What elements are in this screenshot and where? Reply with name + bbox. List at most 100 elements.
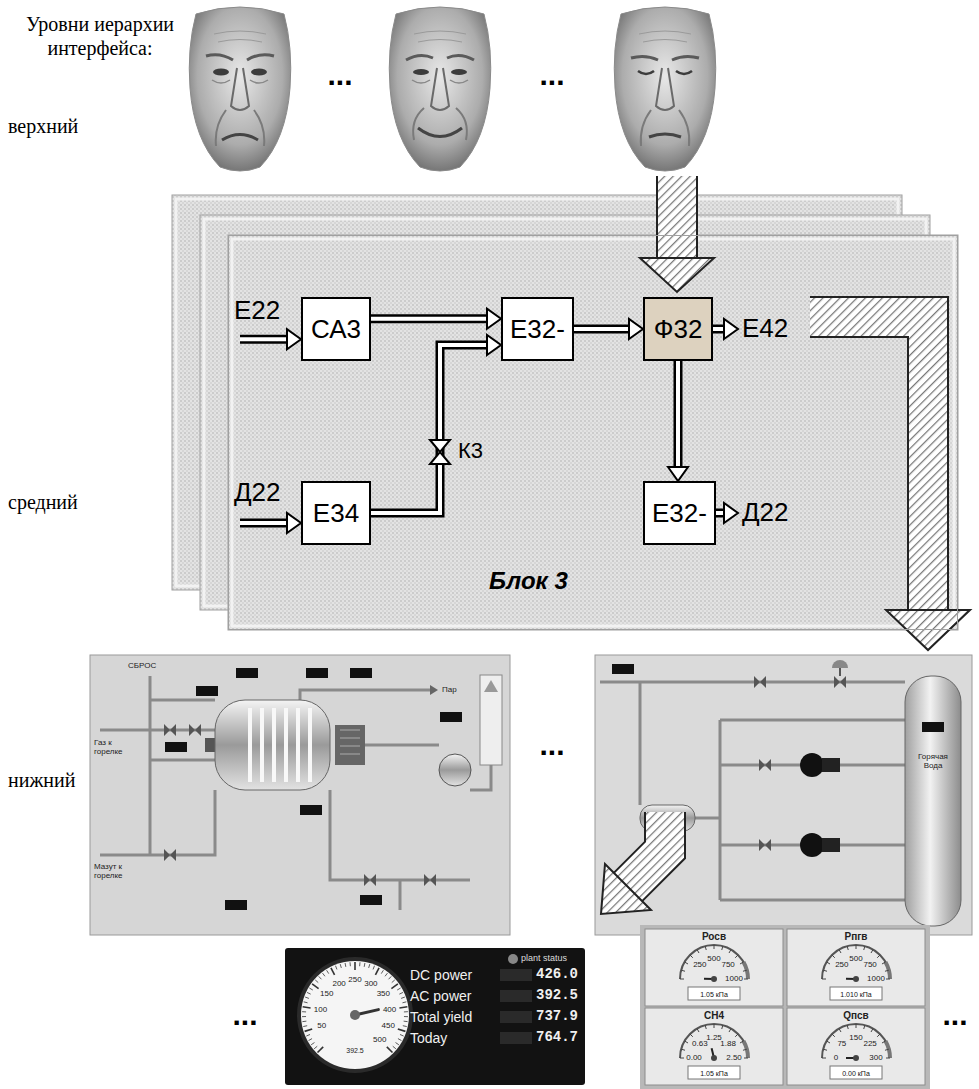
scale-number: 50 (317, 1022, 326, 1030)
face-illustration (231, 68, 249, 110)
process-box: Е32- (643, 481, 716, 545)
gauge (680, 979, 684, 980)
level-name: нижний (8, 770, 75, 790)
scada-boiler-screen (440, 712, 462, 722)
scale-number: 200 (332, 980, 345, 988)
face-illustration (414, 31, 466, 42)
scada-water-screen (600, 682, 905, 900)
scada-boiler-screen (430, 685, 438, 695)
valve-label: К3 (458, 440, 483, 462)
face-illustration (389, 7, 491, 171)
gauge (885, 1049, 889, 1050)
gauge (871, 950, 873, 953)
flow-arrow (676, 361, 680, 469)
signal-arrow (713, 319, 738, 339)
gauge (688, 1066, 740, 1079)
dial-tick (315, 980, 318, 983)
dial-tick (387, 1047, 393, 1053)
dashboard-panel (350, 1010, 360, 1020)
hatched-arrow (601, 812, 665, 914)
block-panel-stack (228, 235, 958, 630)
box-label: Е34 (313, 500, 359, 526)
dashboard-panel (500, 1011, 532, 1023)
scale-number: 1000 (867, 975, 885, 983)
dial-tick (381, 970, 383, 973)
gauge (886, 979, 890, 980)
scale-number: 400 (383, 1006, 396, 1014)
gauge (877, 1034, 880, 1037)
face-illustration (212, 80, 268, 83)
scada-boiler-screen (335, 725, 365, 765)
dial-tick (400, 1034, 404, 1036)
gauge (722, 946, 723, 950)
gauge (832, 1034, 835, 1037)
dial-tick (318, 1047, 324, 1053)
dial-tick (305, 1029, 313, 1031)
dial-tick (319, 976, 322, 979)
dial-tick (403, 1025, 407, 1027)
dial-tick (302, 1021, 306, 1023)
scale-number: 100 (314, 1006, 327, 1014)
scada-water-screen (595, 655, 972, 935)
scada-label: СБРОС (128, 662, 156, 670)
scada-boiler-screen (90, 655, 510, 935)
gauge (680, 1058, 684, 1059)
gauge (697, 1029, 699, 1032)
face-illustration (213, 69, 229, 76)
gauge-readout: 392.5 (346, 1047, 364, 1054)
scada-boiler-screen (90, 655, 510, 935)
ellipsis: ... (942, 1000, 967, 1030)
gauge (685, 962, 688, 964)
signal-arrow (240, 329, 301, 349)
dial-tick (303, 1025, 307, 1027)
scale-number: 300 (869, 1054, 882, 1062)
gauge-title: Qпсв (843, 1011, 869, 1021)
gauge (822, 945, 890, 979)
process-box: Е34 (301, 481, 371, 545)
face-illustration (189, 7, 291, 171)
scada-water-screen (839, 668, 841, 676)
gauge (856, 1024, 857, 1028)
dial-tick (314, 1046, 317, 1049)
signal-name: Е22 (234, 297, 280, 323)
dial-tick (398, 1029, 406, 1031)
scada-water-screen (905, 676, 961, 926)
scale-number: 500 (849, 955, 862, 963)
face-illustration (631, 56, 699, 60)
block-panel: Блок 3СА3Е32-Ф32Е34Е32- (228, 235, 958, 630)
dial-tick (323, 973, 325, 976)
scada-boiler-screen (340, 730, 360, 754)
dial-tick (309, 1039, 313, 1041)
flow-arrow (487, 309, 501, 329)
flow-arrow (371, 335, 501, 513)
gauge (743, 962, 748, 979)
block-panel-stack (232, 239, 954, 626)
scale-number: 500 (707, 955, 720, 963)
scada-boiler-screen (360, 895, 382, 905)
dashboard-panel (500, 969, 532, 981)
scada-water-screen (595, 655, 972, 935)
gauge (787, 929, 925, 1006)
gauge-title: Росв (702, 932, 726, 942)
gauge (705, 946, 706, 950)
gauge (740, 1041, 743, 1043)
scada-water-screen (800, 753, 824, 777)
hatched-arrow (810, 317, 928, 612)
dial-tick (389, 976, 392, 979)
face-illustration (189, 7, 716, 171)
hatched-arrow (640, 258, 714, 292)
gauge (882, 1041, 885, 1043)
dial-tick (385, 973, 387, 976)
scada-water-screen (612, 664, 634, 674)
scada-label: Газ к горелке (94, 738, 140, 756)
gauge (645, 929, 925, 1085)
dashboard-panel (508, 954, 518, 964)
gauge (740, 962, 743, 964)
status-label: plant status (521, 954, 567, 963)
dial-tick (398, 1039, 402, 1041)
gauge-title: Рпгв (844, 932, 867, 942)
gauge (832, 955, 835, 958)
scada-label: Мазут к горелке (94, 862, 140, 880)
gauge (714, 1024, 715, 1028)
face-illustration (216, 110, 265, 146)
